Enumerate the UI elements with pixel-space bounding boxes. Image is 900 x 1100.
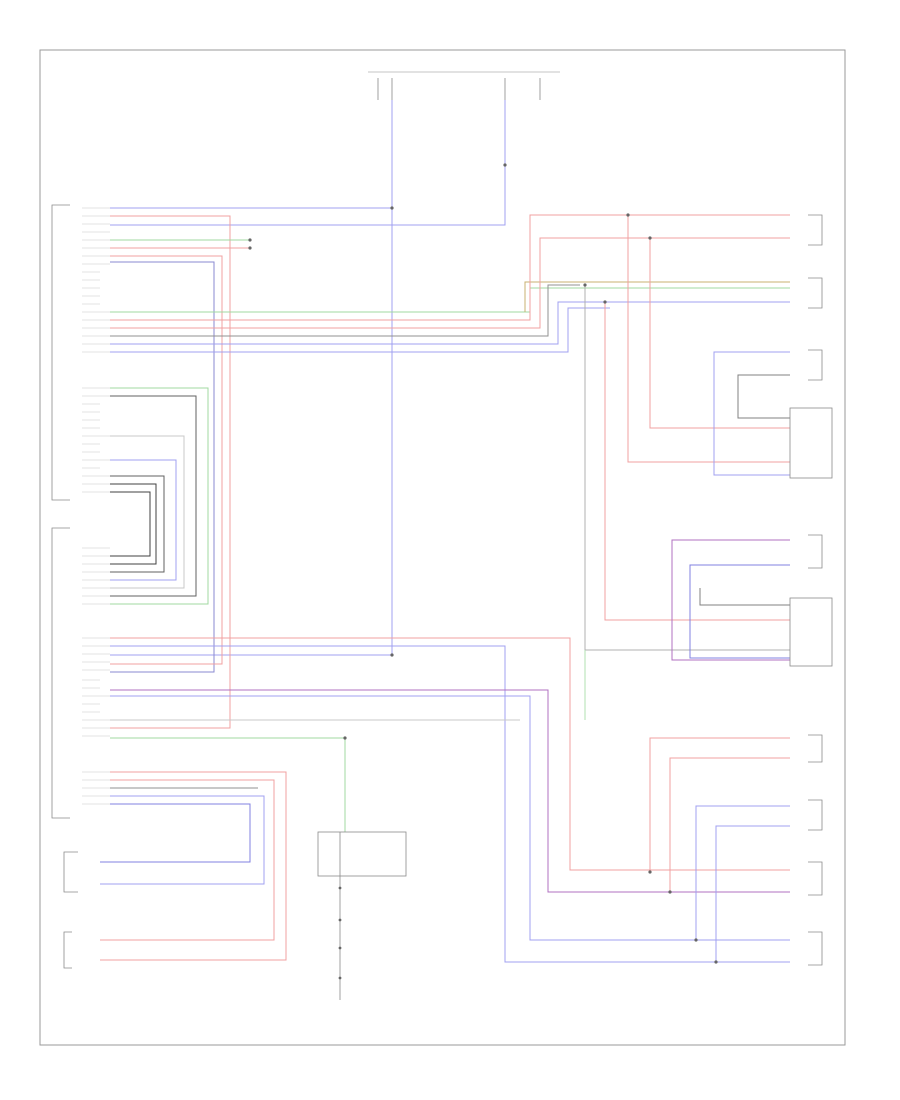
sensor-5 <box>808 534 823 569</box>
fuse-block-top <box>368 71 560 100</box>
sensor-8 <box>808 799 823 831</box>
sensor-10 <box>808 931 823 966</box>
sensor-7 <box>808 734 823 763</box>
sensor-9 <box>808 861 823 896</box>
sensor-6 <box>789 597 833 667</box>
sensor-4 <box>789 407 833 479</box>
junctions <box>248 163 718 964</box>
sensor-3 <box>808 349 823 381</box>
main-module <box>51 204 110 501</box>
sensor-2 <box>808 277 823 309</box>
diagram-frame <box>39 49 846 1046</box>
climate-module <box>51 527 110 819</box>
left-bottom-components <box>63 851 78 969</box>
center-switch <box>317 831 407 980</box>
wires <box>100 100 790 1000</box>
right-sensors <box>789 214 833 966</box>
sensor-1 <box>808 214 823 246</box>
